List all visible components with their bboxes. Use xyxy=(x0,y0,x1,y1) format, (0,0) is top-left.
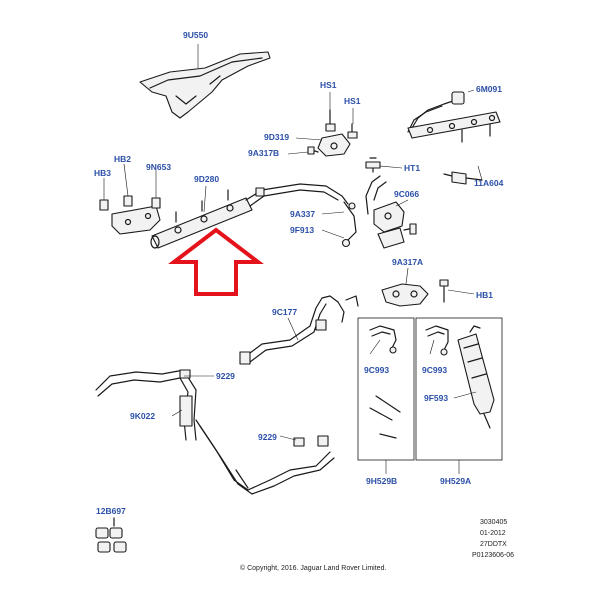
copyright-notice: © Copyright, 2016. Jaguar Land Rover Lim… xyxy=(240,564,386,572)
callout-fuel-rail-left: 9D280 xyxy=(194,174,219,184)
injector-kit-b-frame xyxy=(357,317,415,461)
callout-hs1-b: HS1 xyxy=(344,96,361,106)
callout-hb3: HB3 xyxy=(94,168,111,178)
callout-hb2: HB2 xyxy=(114,154,131,164)
callout-seal-kit: 12B697 xyxy=(96,506,126,516)
temperature-sensor[interactable] xyxy=(365,157,381,173)
callout-injector-pipe-b: 9C993 xyxy=(364,365,389,375)
heat-shield[interactable] xyxy=(139,51,271,119)
callout-return-hose: 9C177 xyxy=(272,307,297,317)
seal-kit[interactable] xyxy=(95,517,127,553)
fuel-return-pipe[interactable] xyxy=(95,369,335,495)
drawing-date: 01-2012 xyxy=(480,530,506,537)
callout-return-pipe: 9K022 xyxy=(130,411,155,421)
callout-bolt-9a317b: 9A317B xyxy=(248,148,279,158)
callout-injector-kit-b: 9H529B xyxy=(366,476,397,486)
heat-shield-bolts[interactable] xyxy=(325,109,358,139)
fuel-rail-left[interactable] xyxy=(150,183,349,249)
injector-pipe-a[interactable] xyxy=(425,325,449,356)
fuel-return-hose[interactable] xyxy=(239,295,359,365)
callout-seal-9f913: 9F913 xyxy=(290,225,314,235)
pipe-bracket-upper[interactable] xyxy=(307,133,351,157)
callout-hp-pipe: 9A337 xyxy=(290,209,315,219)
high-pressure-pipe[interactable] xyxy=(341,175,387,248)
callout-clip-9229-b: 9229 xyxy=(258,432,277,442)
callout-fuel-rail-bracket: 9N653 xyxy=(146,162,171,172)
callout-clamp-9a317a: 9A317A xyxy=(392,257,423,267)
callout-injector-pipe-a: 9C993 xyxy=(422,365,447,375)
fuel-rail-bracket-left[interactable] xyxy=(99,195,161,235)
callout-fuel-rail-right: 6M091 xyxy=(476,84,502,94)
fuel-rail-right[interactable] xyxy=(407,91,501,143)
callout-injector-kit-a: 9H529A xyxy=(440,476,471,486)
fuel-injector[interactable] xyxy=(457,325,495,429)
callout-injector: 9F593 xyxy=(424,393,448,403)
callout-hb1: HB1 xyxy=(476,290,493,300)
injector-clamp[interactable] xyxy=(381,279,449,307)
callout-clip-9229-a: 9229 xyxy=(216,371,235,381)
callout-hs1-a: HS1 xyxy=(320,80,337,90)
fuel-pressure-sensor[interactable] xyxy=(373,201,417,249)
glow-plug[interactable] xyxy=(443,171,483,185)
callout-pressure-sensor: 9C066 xyxy=(394,189,419,199)
callout-ht1: HT1 xyxy=(404,163,420,173)
arrow-up-icon xyxy=(168,227,264,296)
injector-pipe-b[interactable] xyxy=(369,325,401,439)
engine-code: 27DDTX xyxy=(480,541,507,548)
drawing-number: 3030405 xyxy=(480,519,507,526)
callout-heat-shield: 9U550 xyxy=(183,30,208,40)
callout-bolt-9d319: 9D319 xyxy=(264,132,289,142)
callout-glow-plug: 11A604 xyxy=(474,178,504,188)
plate-number: P0123606-06 xyxy=(472,552,514,559)
